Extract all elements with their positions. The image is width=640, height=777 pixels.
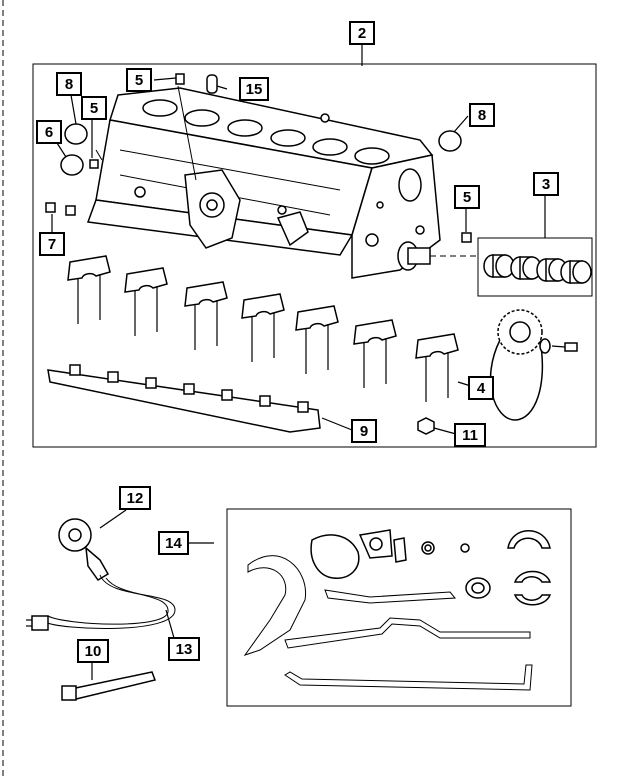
- callout-9: 9: [351, 419, 377, 443]
- dowel-15: [206, 74, 218, 94]
- svg-text:11: 11: [462, 427, 478, 444]
- timing-chain-sprocket: [489, 309, 578, 421]
- callout-8-left: 8: [56, 72, 82, 96]
- svg-text:8: 8: [478, 107, 486, 124]
- svg-text:10: 10: [85, 643, 102, 660]
- callout-13: 13: [168, 637, 200, 661]
- gasket-set: [243, 529, 552, 691]
- callout-3: 3: [533, 172, 559, 196]
- svg-text:8: 8: [65, 76, 73, 93]
- callout-5-left: 5: [81, 96, 107, 120]
- svg-text:7: 7: [48, 236, 56, 253]
- plug-7-a: [45, 202, 56, 213]
- callout-6: 6: [36, 120, 62, 144]
- svg-text:9: 9: [360, 423, 368, 440]
- svg-text:2: 2: [358, 25, 366, 42]
- callout-14: 14: [158, 531, 189, 555]
- callout-11: 11: [454, 423, 486, 447]
- expansion-plug-right: [438, 130, 462, 152]
- callout-5-top: 5: [126, 68, 152, 92]
- svg-text:5: 5: [135, 72, 143, 89]
- svg-text:3: 3: [542, 176, 550, 193]
- gasket-kit-panel: [226, 508, 572, 707]
- engine-block-panel: [32, 63, 597, 448]
- callout-15: 15: [239, 77, 269, 101]
- plug-7-b: [65, 205, 76, 216]
- crankshaft-snout: [397, 241, 480, 271]
- svg-text:5: 5: [90, 100, 98, 117]
- callout-12: 12: [119, 486, 151, 510]
- upper-leader-lines: [51, 77, 546, 435]
- block-heater: [26, 509, 176, 639]
- svg-text:13: 13: [176, 641, 193, 658]
- callout-10: 10: [77, 639, 109, 663]
- nut-11: [417, 417, 435, 435]
- callout-2: 2: [349, 21, 375, 45]
- callout-5-right: 5: [454, 185, 480, 209]
- callout-8-right: 8: [469, 103, 495, 127]
- plug-5-right: [461, 232, 472, 243]
- main-bearing-caps: [67, 255, 459, 402]
- svg-text:12: 12: [127, 490, 144, 507]
- cylinder-block: [86, 87, 441, 279]
- callout-7: 7: [39, 232, 65, 256]
- svg-text:6: 6: [45, 124, 53, 141]
- plug-5-top: [175, 73, 185, 85]
- svg-text:5: 5: [463, 189, 471, 206]
- cable-tie: [61, 662, 156, 701]
- plug-6: [60, 154, 84, 176]
- callout-4: 4: [468, 376, 494, 400]
- plug-5-left: [89, 159, 99, 169]
- expansion-plug-left: [64, 123, 88, 145]
- svg-text:4: 4: [477, 380, 486, 397]
- bearing-cap-bridge: [47, 364, 321, 433]
- svg-text:14: 14: [165, 535, 182, 552]
- camshaft-bearings: [477, 237, 593, 297]
- svg-text:15: 15: [246, 81, 263, 98]
